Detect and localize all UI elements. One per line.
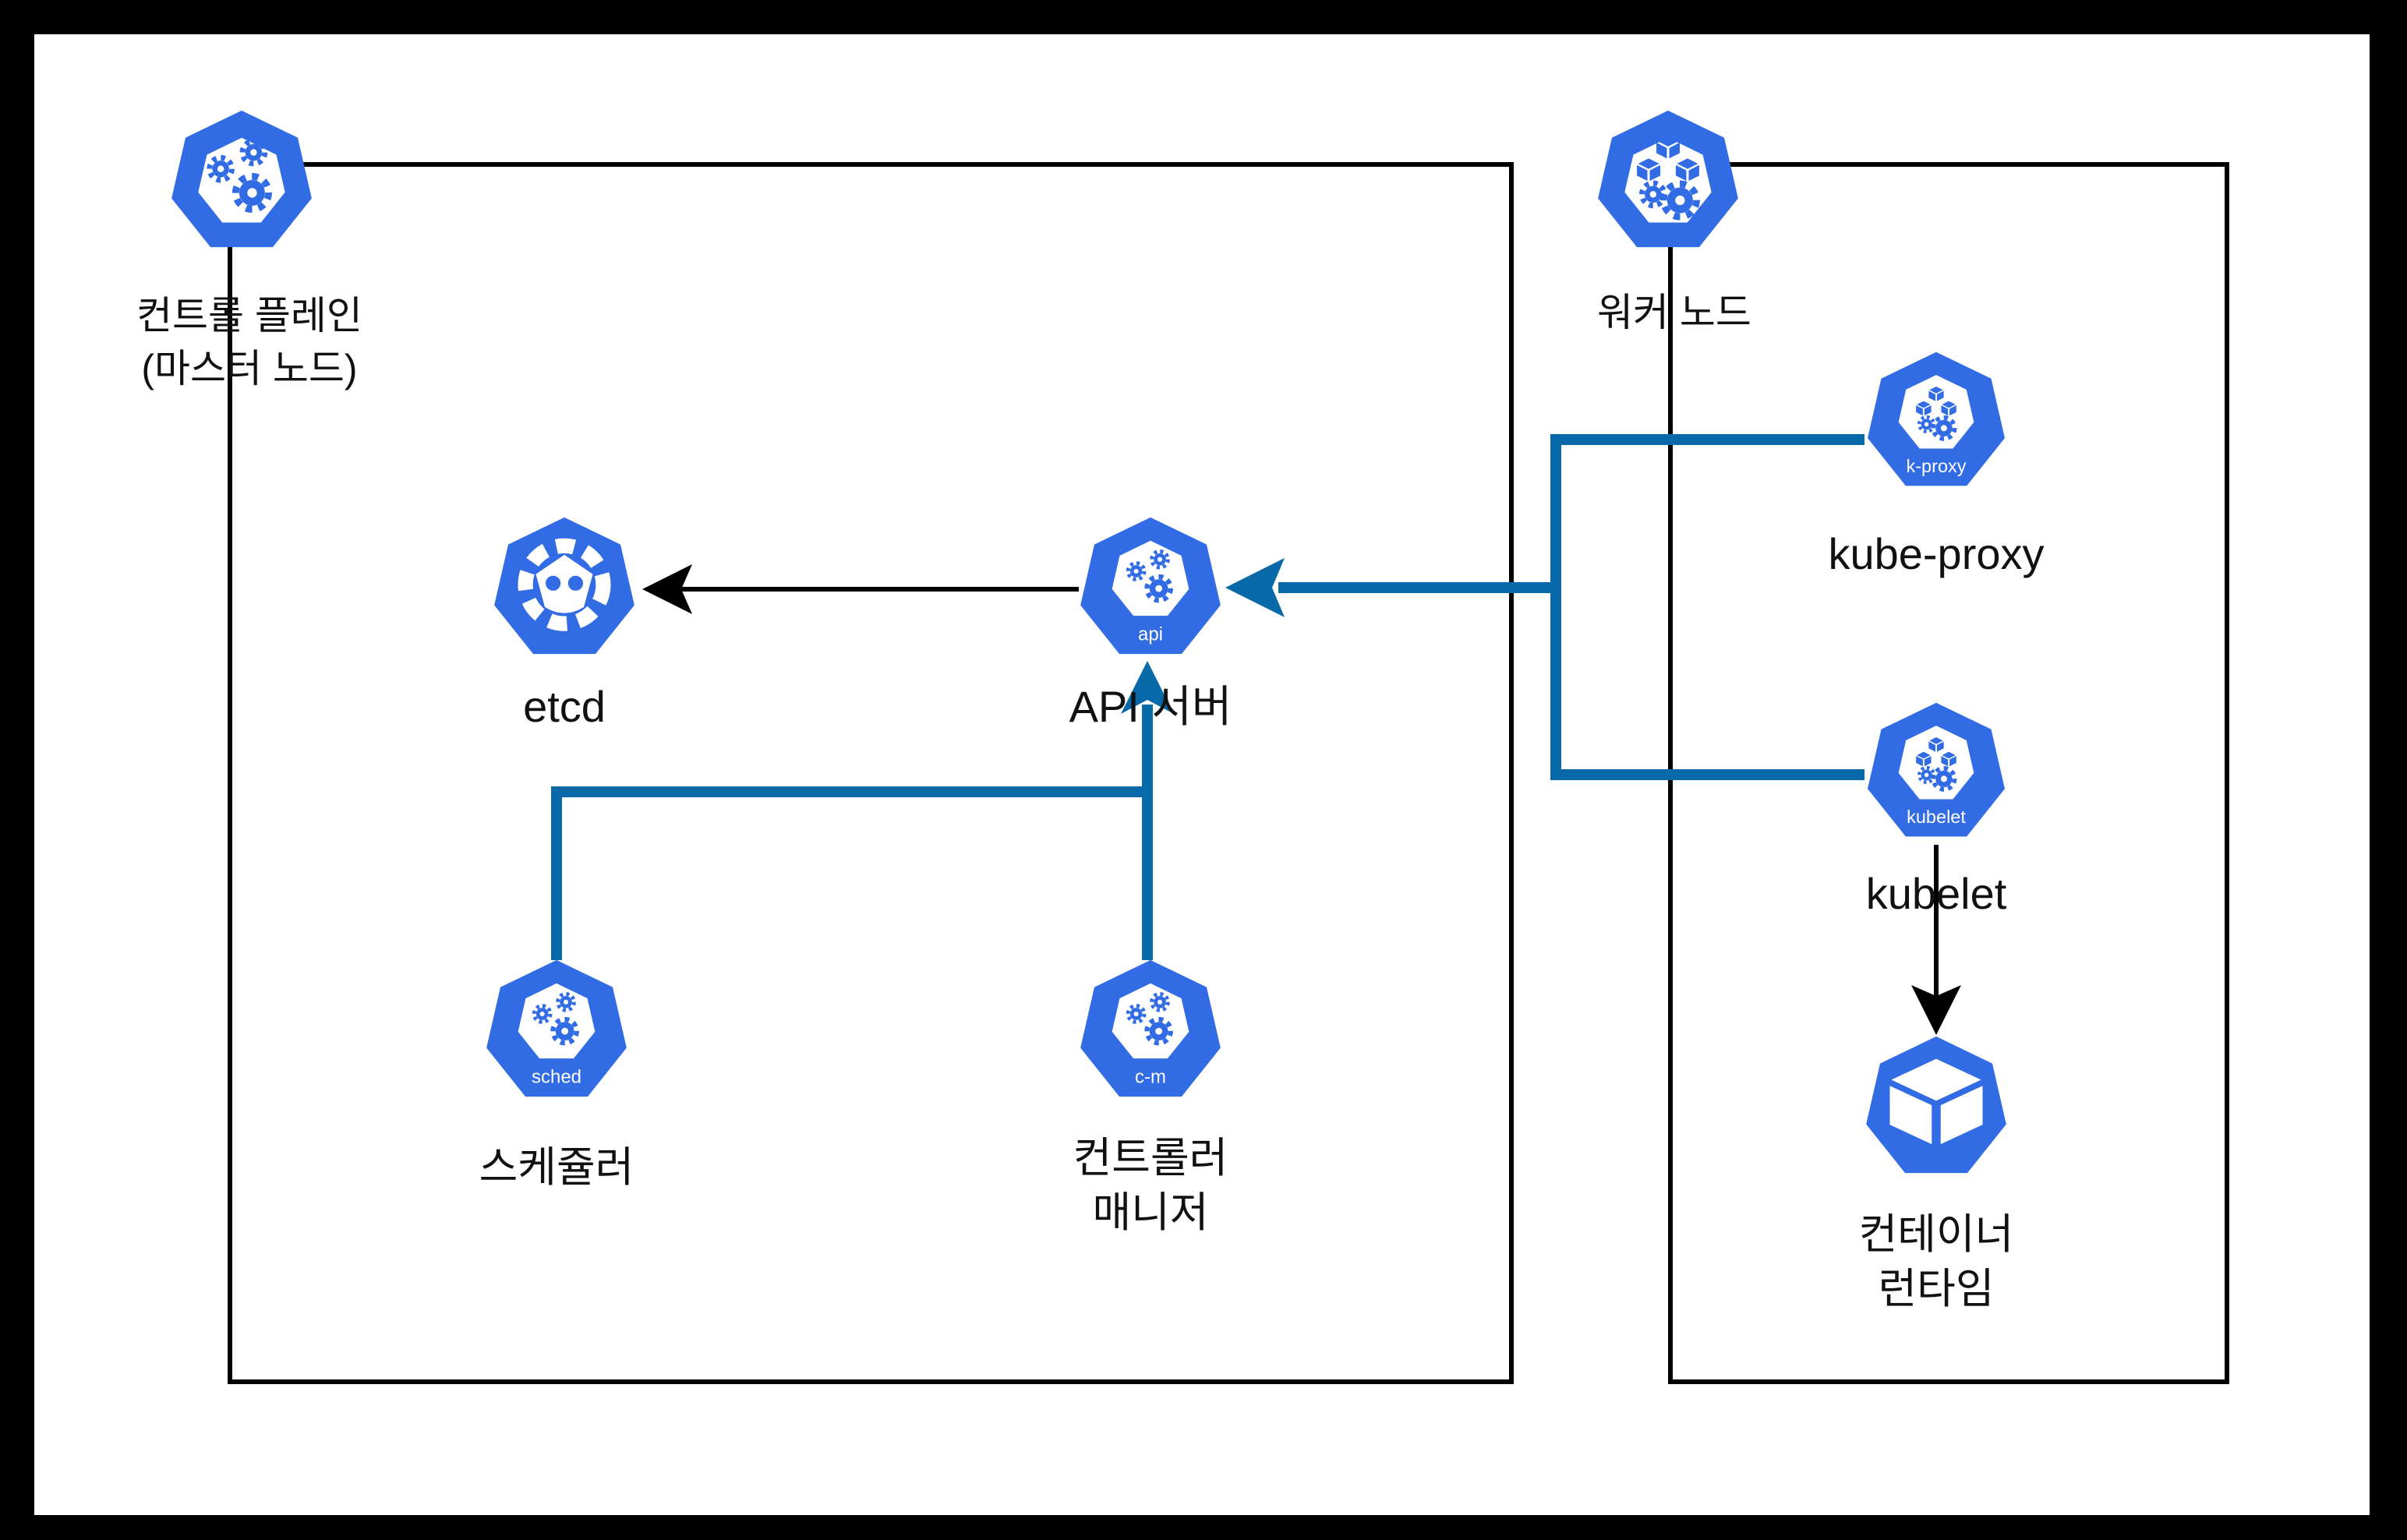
api-server-icon: api xyxy=(1080,517,1221,655)
container-runtime-label-line1: 컨테이너 xyxy=(1858,1211,2014,1258)
kubelet-icon: kubelet xyxy=(1868,702,2005,837)
kube-proxy-icon: k-proxy xyxy=(1868,351,2005,486)
worker-node-title: 워커 노드 xyxy=(1597,291,1751,335)
etcd-icon xyxy=(494,517,634,655)
controller-manager-label-line1: 컨트롤러 xyxy=(1073,1135,1228,1181)
kubernetes-control-plane-icon xyxy=(171,110,312,248)
scheduler-icon: sched xyxy=(486,959,627,1097)
kubelet-label: kubelet xyxy=(1865,870,2007,918)
etcd-label: etcd xyxy=(523,683,606,731)
controller-manager-badge: c-m xyxy=(1135,1066,1166,1087)
control-plane-title-line1: 컨트롤 플레인 xyxy=(136,295,362,338)
kubernetes-worker-node-icon xyxy=(1598,110,1738,248)
scheduler-label: 스케쥴러 xyxy=(479,1144,634,1191)
kube-proxy-label: kube-proxy xyxy=(1828,530,2045,578)
control-plane-box xyxy=(228,162,1514,1384)
controller-manager-icon: c-m xyxy=(1080,959,1221,1097)
diagram-canvas: api sched c-m k-proxy kubelet 컨트롤 플레인 (마… xyxy=(34,34,2370,1515)
control-plane-title-line2: (마스터 노드) xyxy=(141,348,358,391)
controller-manager-label-line2: 매니저 xyxy=(1092,1189,1209,1236)
container-runtime-label-line2: 런타임 xyxy=(1878,1266,1995,1312)
api-server-label: API 서버 xyxy=(1069,683,1232,731)
kube-proxy-badge: k-proxy xyxy=(1906,456,1966,476)
api-server-badge: api xyxy=(1138,623,1163,645)
scheduler-badge: sched xyxy=(532,1066,581,1087)
kubelet-badge: kubelet xyxy=(1907,807,1966,827)
container-runtime-icon xyxy=(1866,1036,2006,1174)
